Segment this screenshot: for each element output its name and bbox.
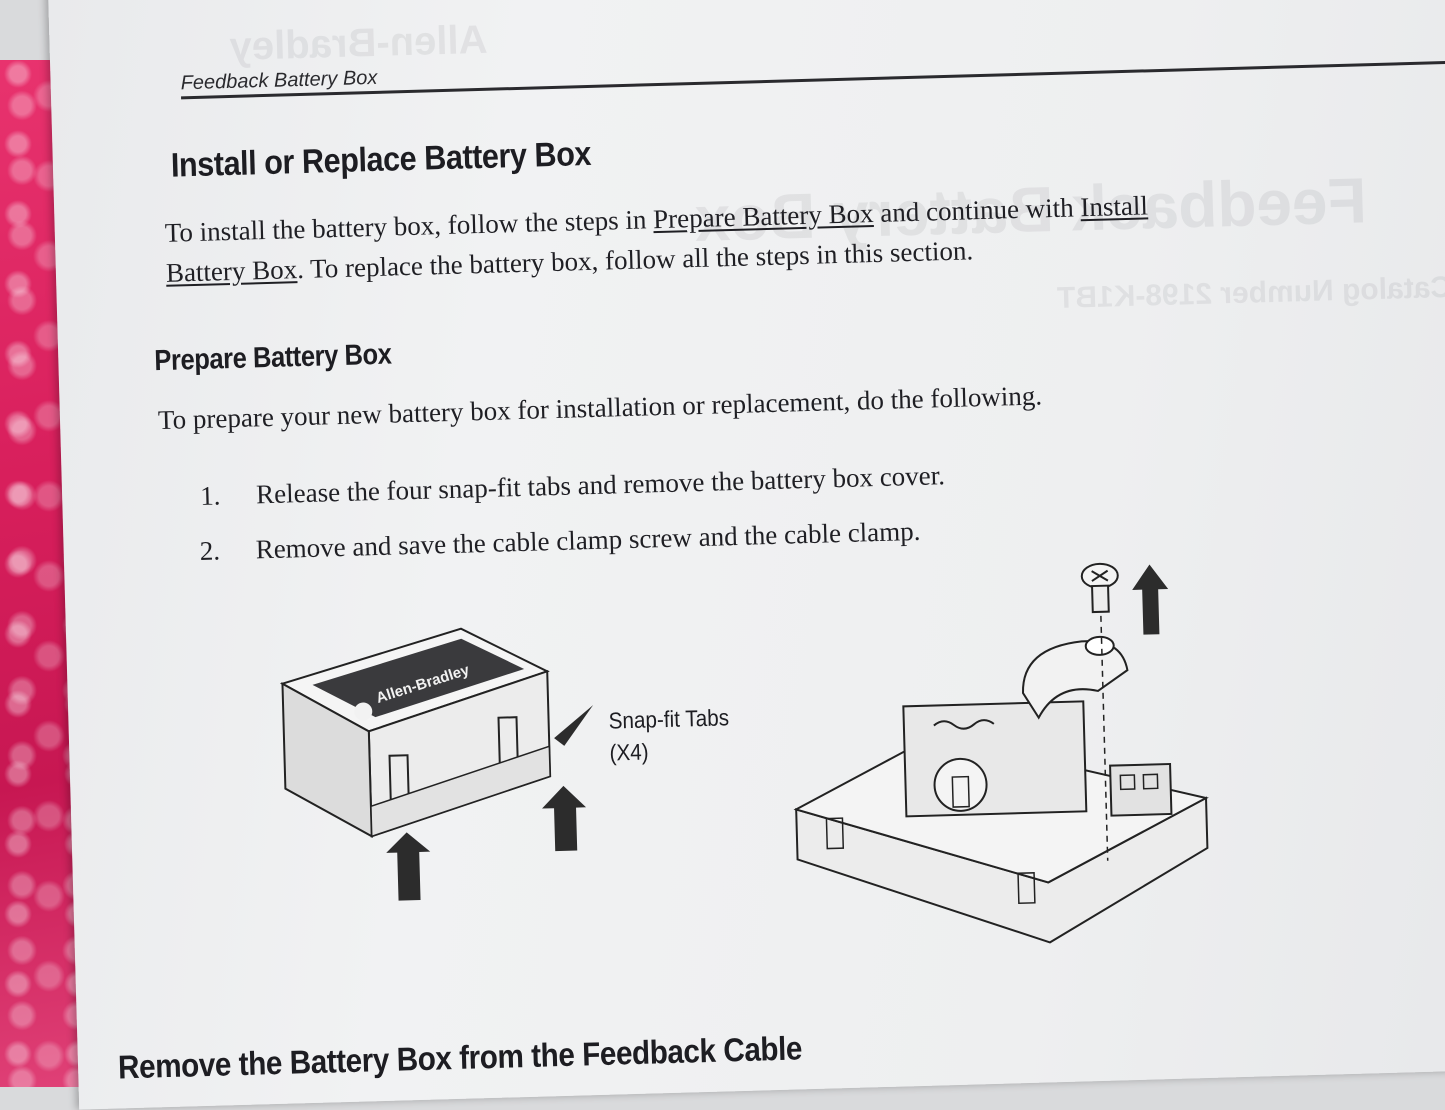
battery-box-base-illustration (793, 562, 1209, 944)
install-battery-box-link-line1[interactable]: Install (1079, 190, 1149, 223)
callout-arrow-icon (554, 705, 594, 746)
prepare-intro-paragraph: To prepare your new battery box for inst… (157, 380, 1043, 436)
step-text: Remove and save the cable clamp screw an… (255, 515, 921, 565)
install-battery-box-link-line2[interactable]: Battery Box (165, 254, 298, 288)
battery-box-cover-illustration: Allen-Bradley (279, 627, 594, 901)
install-intro-paragraph: To install the battery box, follow the s… (164, 190, 1149, 288)
up-arrow-icon (1132, 564, 1169, 635)
up-arrow-icon (386, 832, 431, 901)
ab-logo-icon (354, 702, 373, 721)
step-item: 1. Release the four snap-fit tabs and rem… (200, 460, 946, 512)
screw-icon (1080, 562, 1119, 614)
section-heading-install: Install or Replace Battery Box (170, 134, 592, 185)
subsection-heading-prepare: Prepare Battery Box (153, 338, 392, 378)
section-heading-remove: Remove the Battery Box from the Feedback… (117, 1029, 803, 1086)
step-number: 1. (199, 480, 221, 511)
snap-fit-tabs-callout: Snap-fit Tabs (X4) (608, 704, 730, 766)
step-number: 2. (199, 535, 221, 566)
prepare-battery-box-link[interactable]: Prepare Battery Box (652, 198, 874, 235)
show-through-text: Allen-Bradley (229, 17, 489, 69)
step-text: Release the four snap-fit tabs and remov… (255, 460, 946, 510)
up-arrow-icon (542, 785, 587, 852)
show-through-text: Catalog Number 2198-K1BT (1056, 270, 1445, 315)
document-page: Feedback Battery Box Catalog Number 2198… (48, 0, 1445, 1110)
